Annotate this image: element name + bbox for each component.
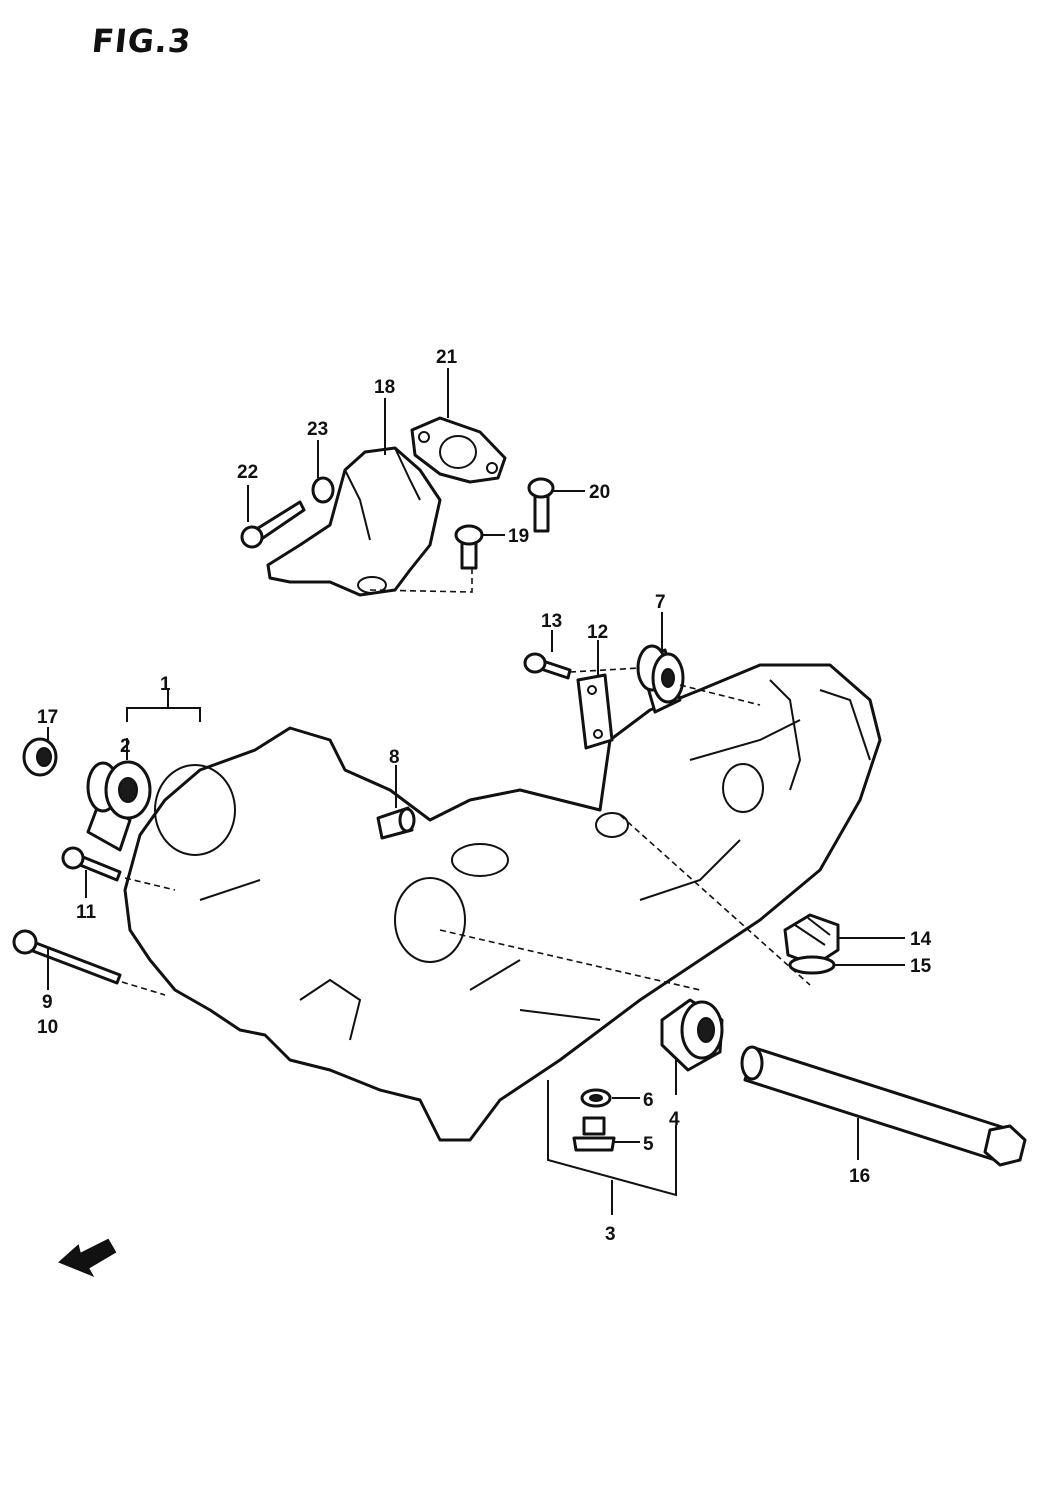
bolt-11 xyxy=(61,846,122,882)
dowel-pin-8 xyxy=(376,806,416,840)
nut-23 xyxy=(311,476,335,504)
callout-3: 3 xyxy=(605,1224,616,1245)
callout-12: 12 xyxy=(587,622,608,643)
callout-22: 22 xyxy=(237,462,258,483)
bearing-4 xyxy=(660,998,724,1072)
callout-10: 10 xyxy=(37,1017,58,1038)
callout-21: 21 xyxy=(436,347,458,368)
callout-7: 7 xyxy=(655,592,666,613)
intake-flange-gasket xyxy=(410,416,507,484)
callout-18: 18 xyxy=(374,377,395,398)
callout-4: 4 xyxy=(669,1109,680,1130)
callout-14: 14 xyxy=(910,929,932,950)
crankcase-assembly xyxy=(123,663,882,1142)
intake-pipe xyxy=(266,446,442,597)
leader-lines xyxy=(47,368,905,1215)
bearing-2 xyxy=(86,760,152,852)
o-ring-15 xyxy=(788,955,836,975)
callout-6: 6 xyxy=(643,1090,654,1111)
callout-9: 9 xyxy=(42,992,53,1013)
callout-17: 17 xyxy=(37,707,58,728)
callout-20: 20 xyxy=(589,482,610,503)
plate-12 xyxy=(576,673,614,750)
drain-plug-5 xyxy=(572,1116,616,1152)
bolt-9-10 xyxy=(12,929,122,985)
bolt-20 xyxy=(527,477,555,533)
callout-11: 11 xyxy=(76,902,97,923)
bolt-19 xyxy=(454,524,484,570)
callout-15: 15 xyxy=(910,956,932,977)
callout-23: 23 xyxy=(307,419,328,440)
bolt-22 xyxy=(240,500,306,549)
oil-seal-17 xyxy=(22,737,58,777)
callout-2: 2 xyxy=(120,736,131,757)
callout-8: 8 xyxy=(389,747,400,768)
callout-5: 5 xyxy=(643,1134,654,1155)
bolt-13 xyxy=(523,652,572,680)
washer-6 xyxy=(580,1088,612,1108)
front-direction-arrow-icon xyxy=(58,1238,117,1278)
oil-filler-cap-14 xyxy=(783,913,840,967)
bearing-7 xyxy=(636,644,685,714)
callout-19: 19 xyxy=(508,526,529,547)
crankshaft-stud-16 xyxy=(740,1045,1027,1167)
callout-13: 13 xyxy=(541,611,562,632)
callout-16: 16 xyxy=(849,1166,870,1187)
assembly-reference-lines xyxy=(121,667,811,996)
callout-1: 1 xyxy=(160,674,171,695)
